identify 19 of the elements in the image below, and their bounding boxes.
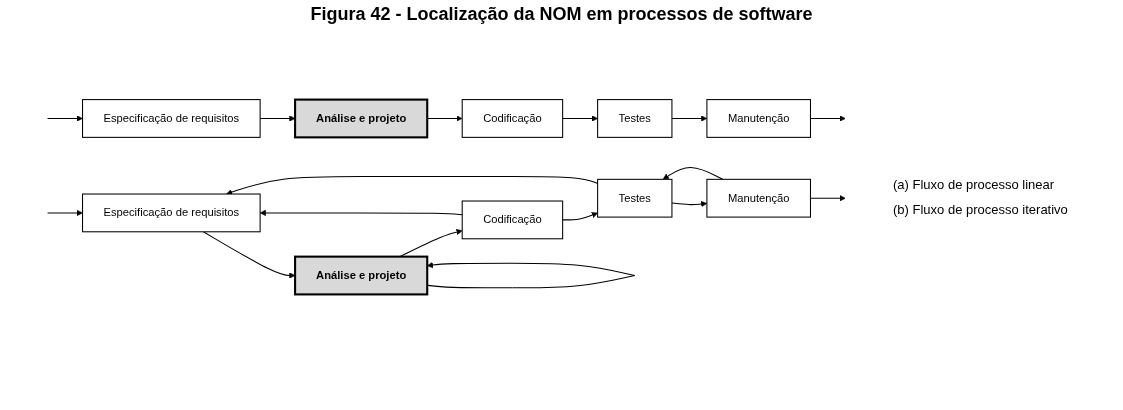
arrow	[202, 231, 296, 279]
diagram-title: Figura 42 - Localização da NOM em processos de software	[309, 4, 814, 25]
arrow	[47, 115, 83, 122]
node-box: Manutenção	[706, 178, 811, 218]
arrow	[47, 209, 83, 216]
caption-text: (b) Fluxo de processo iterativo	[893, 202, 1069, 217]
node-box: Codificação	[461, 200, 564, 240]
node-box: Análise e projeto	[294, 255, 429, 296]
node-box: Manutenção	[706, 99, 811, 138]
node-box: Análise e projeto	[294, 98, 429, 139]
arrow	[562, 115, 598, 122]
node-box: Testes	[597, 99, 673, 138]
caption-text: (a) Fluxo de processo linear	[893, 177, 1056, 192]
node-box: Codificação	[461, 99, 564, 138]
node-box: Especificação de requisitos	[82, 99, 261, 138]
arrow	[662, 166, 724, 180]
node-box: Testes	[597, 178, 673, 218]
arrow	[562, 212, 598, 221]
node-box: Especificação de requisitos	[82, 193, 261, 233]
